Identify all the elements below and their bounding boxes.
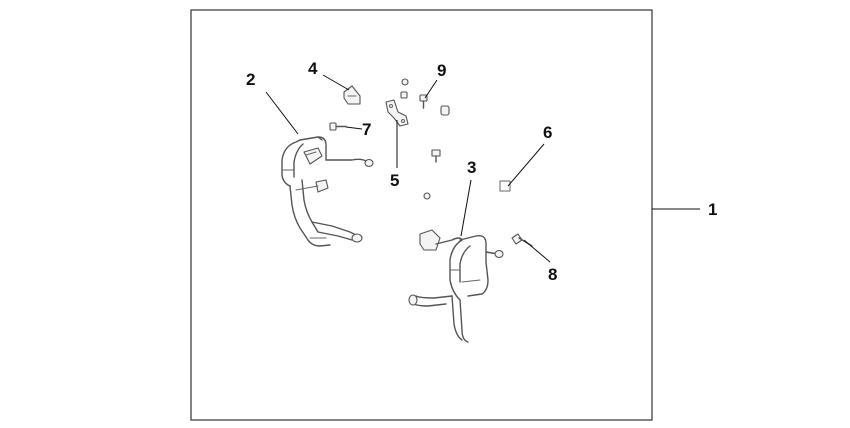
callout-5: 5	[390, 171, 399, 190]
callout-3: 3	[467, 158, 476, 177]
callout-1: 1	[708, 200, 717, 219]
part-6-pad[interactable]	[499, 180, 511, 192]
part-9-bolt[interactable]	[419, 94, 428, 109]
callout-9: 9	[437, 61, 446, 80]
callout-2: 2	[246, 70, 255, 89]
callout-7: 7	[362, 120, 371, 139]
callout-8: 8	[548, 265, 557, 284]
diagram-frame	[190, 9, 653, 421]
callout-4: 4	[308, 59, 318, 78]
part-7-bolt[interactable]	[329, 122, 347, 131]
part-4-bracket[interactable]	[343, 85, 361, 105]
part-5-plate[interactable]	[385, 99, 409, 127]
part-2-left-guard[interactable]	[281, 136, 374, 247]
callout-6: 6	[543, 123, 552, 142]
leader-lines	[265, 74, 700, 263]
hardware-set	[400, 78, 450, 200]
part-3-right-guard[interactable]	[408, 229, 504, 343]
